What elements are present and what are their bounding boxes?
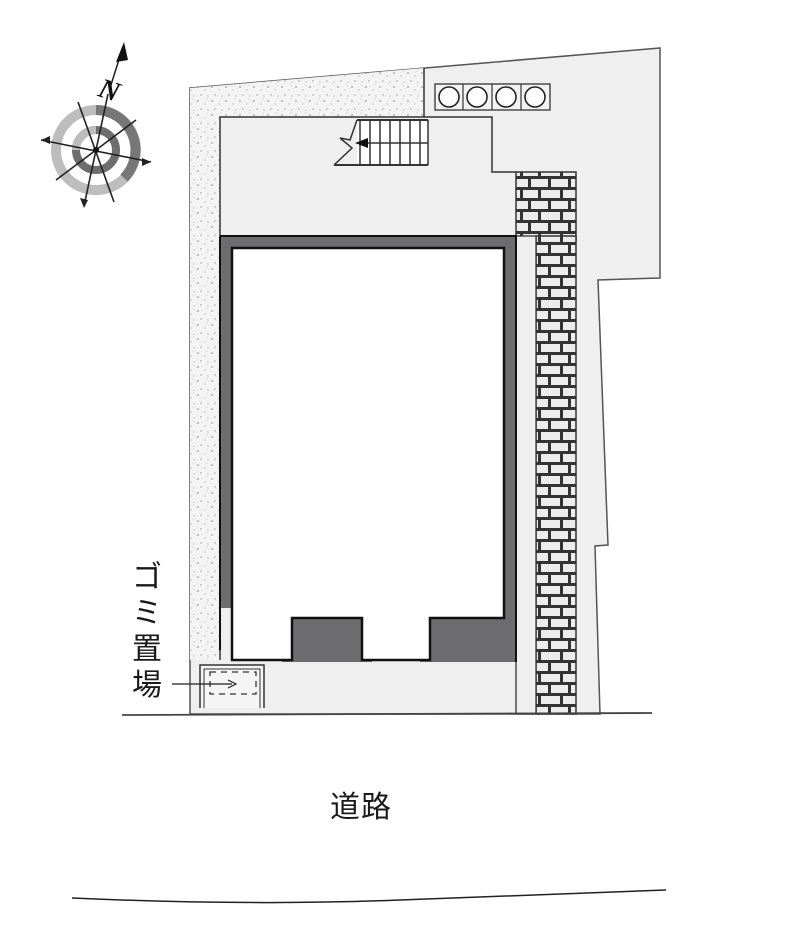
north-label: N bbox=[94, 73, 125, 110]
garbage-label-char-2: ミ bbox=[132, 596, 162, 631]
compass-rose-icon bbox=[40, 42, 152, 208]
stairs-icon bbox=[333, 119, 429, 166]
garbage-label-char-4: 場 bbox=[132, 668, 162, 703]
road-label: 道路 bbox=[330, 790, 392, 825]
bicycle-parking bbox=[434, 83, 551, 111]
garbage-label-char-3: 置 bbox=[132, 632, 162, 667]
road bbox=[71, 712, 667, 904]
garbage-area-label: ゴ ミ 置 場 bbox=[130, 560, 164, 704]
building-footprint bbox=[219, 235, 517, 662]
garbage-area bbox=[172, 664, 265, 708]
garbage-label-char-1: ゴ bbox=[132, 560, 162, 595]
brick-wall bbox=[515, 171, 577, 715]
